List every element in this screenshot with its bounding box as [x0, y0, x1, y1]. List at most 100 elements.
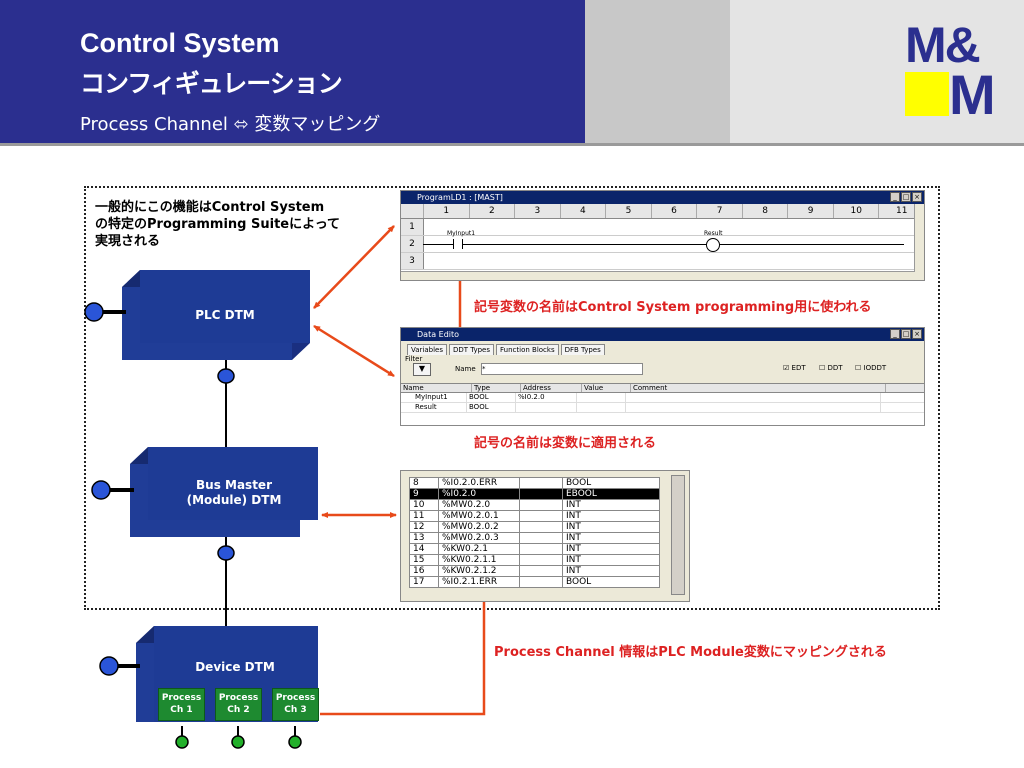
channel-table-cell: 11	[409, 510, 439, 522]
control-system-frame	[84, 186, 940, 610]
variable-row[interactable]: MyInput1 BOOL %I0.2.0	[401, 393, 924, 403]
col-name[interactable]: Name	[401, 384, 472, 392]
ladder-scrollbar[interactable]	[914, 204, 924, 280]
name-filter-input[interactable]: *	[481, 363, 643, 375]
col-value[interactable]: Value	[582, 384, 631, 392]
ladder-col: 9	[787, 204, 833, 218]
tab-ddt-types[interactable]: DDT Types	[449, 344, 495, 355]
ladder-hscrollbar[interactable]	[401, 271, 915, 280]
minimize-icon[interactable]: _	[890, 329, 900, 339]
plc-dtm-box	[122, 270, 310, 360]
ddt-checkbox[interactable]: ☐ DDT	[819, 364, 843, 372]
logo-yellow-square	[905, 72, 949, 116]
col-comment[interactable]: Comment	[631, 384, 886, 392]
channel-number: Ch 3	[284, 705, 307, 715]
company-logo: M& M	[905, 17, 1005, 126]
filter-label: Filter	[405, 355, 423, 363]
tab-dfb-types[interactable]: DFB Types	[560, 344, 605, 355]
var-type: BOOL	[467, 403, 516, 412]
ioddt-checkbox[interactable]: ☐ IODDT	[855, 364, 887, 372]
arrow-process-channel	[320, 585, 487, 716]
minimize-icon[interactable]: _	[890, 192, 900, 202]
channel-table-cell	[519, 565, 563, 577]
contact-icon[interactable]	[453, 239, 463, 249]
channel-table-cell: INT	[562, 521, 660, 533]
logo-text-top: M&	[905, 17, 981, 73]
page-subtitle: Process Channel ⬄ 変数マッピング	[80, 114, 381, 135]
logo-text-bottom: M	[949, 63, 996, 126]
edt-checkbox[interactable]: ☑ EDT	[783, 364, 806, 372]
device-connector-icon	[99, 656, 119, 676]
filter-panel: Filter ▼ Name * ☑ EDT ☐ DDT ☐ IODDT	[401, 355, 924, 383]
name-label: Name	[455, 365, 476, 373]
ladder-col: 4	[559, 204, 606, 218]
ladder-row[interactable]: 3	[401, 253, 924, 270]
var-comment	[626, 393, 881, 402]
var-type: BOOL	[467, 393, 516, 402]
channel-table-cell: INT	[562, 565, 660, 577]
channel-table-cell: 16	[409, 565, 439, 577]
annotation-symbol-applied: 記号の名前は変数に適用される	[474, 436, 657, 451]
ladder-col: 3	[514, 204, 560, 218]
ladder-col: 2	[468, 204, 515, 218]
maximize-icon[interactable]: □	[901, 329, 911, 339]
note-line: 実現される	[95, 234, 161, 249]
channel-table-cell: %KW0.2.1.1	[438, 554, 520, 566]
channel-table-cell	[519, 532, 563, 544]
header-band	[0, 0, 585, 143]
ladder-row-number: 2	[401, 236, 424, 252]
annotation-symbol-names: 記号変数の名前はControl System programming用に使われる	[474, 300, 872, 315]
channel-table-cell: %MW0.2.0.3	[438, 532, 520, 544]
filter-icon[interactable]: ▼	[413, 363, 431, 376]
tab-variables[interactable]: Variables	[407, 344, 447, 355]
channel-table-cell: INT	[562, 543, 660, 555]
ladder-column-header: 1 2 3 4 5 6 7 8 9 10 11	[401, 204, 924, 219]
data-editor-title-bar: Data Edito _□×	[401, 328, 924, 341]
channel-table-row[interactable]: 9%I0.2.0 EBOOL	[409, 488, 660, 500]
channel-table-cell: BOOL	[562, 576, 660, 588]
ladder-row[interactable]: 1	[401, 219, 924, 236]
coil-icon[interactable]	[706, 238, 720, 252]
channel-scrollbar[interactable]	[671, 475, 685, 595]
channel-table-cell: %MW0.2.0.1	[438, 510, 520, 522]
channel-table-cell: INT	[562, 554, 660, 566]
header-light-block	[730, 0, 1024, 143]
page-title: Control System	[80, 28, 280, 58]
device-dtm-label: Device DTM	[195, 660, 275, 674]
note-line: の特定のProgramming Suiteによって	[95, 217, 341, 232]
close-icon[interactable]: ×	[912, 329, 922, 339]
channel-table-cell: %I0.2.0	[438, 488, 520, 500]
channel-table-cell: EBOOL	[562, 488, 660, 500]
tab-function-blocks[interactable]: Function Blocks	[496, 344, 559, 355]
channel-table-row[interactable]: 16%KW0.2.1.2 INT	[409, 565, 660, 577]
channel-table-cell: %MW0.2.0	[438, 499, 520, 511]
channel-table-cell: 10	[409, 499, 439, 511]
maximize-icon[interactable]: □	[901, 192, 911, 202]
ladder-col: 7	[696, 204, 742, 218]
close-icon[interactable]: ×	[912, 192, 922, 202]
channel-number: Ch 2	[227, 705, 250, 715]
col-address[interactable]: Address	[521, 384, 582, 392]
ladder-row-number: 3	[401, 253, 424, 269]
channel-table-cell: 9	[409, 488, 439, 500]
channel-table-cell: %KW0.2.1.2	[438, 565, 520, 577]
variable-row[interactable]: Result BOOL	[401, 403, 924, 413]
ddt-label: DDT	[827, 364, 843, 372]
channel-table-cell	[519, 543, 563, 555]
ladder-row[interactable]: 2 MyInput1 Result	[401, 230, 924, 253]
channel-table-cell: INT	[562, 532, 660, 544]
var-name: MyInput1	[401, 393, 467, 402]
ioddt-label: IODDT	[863, 364, 887, 372]
channel-table-cell	[519, 499, 563, 511]
col-type[interactable]: Type	[472, 384, 521, 392]
